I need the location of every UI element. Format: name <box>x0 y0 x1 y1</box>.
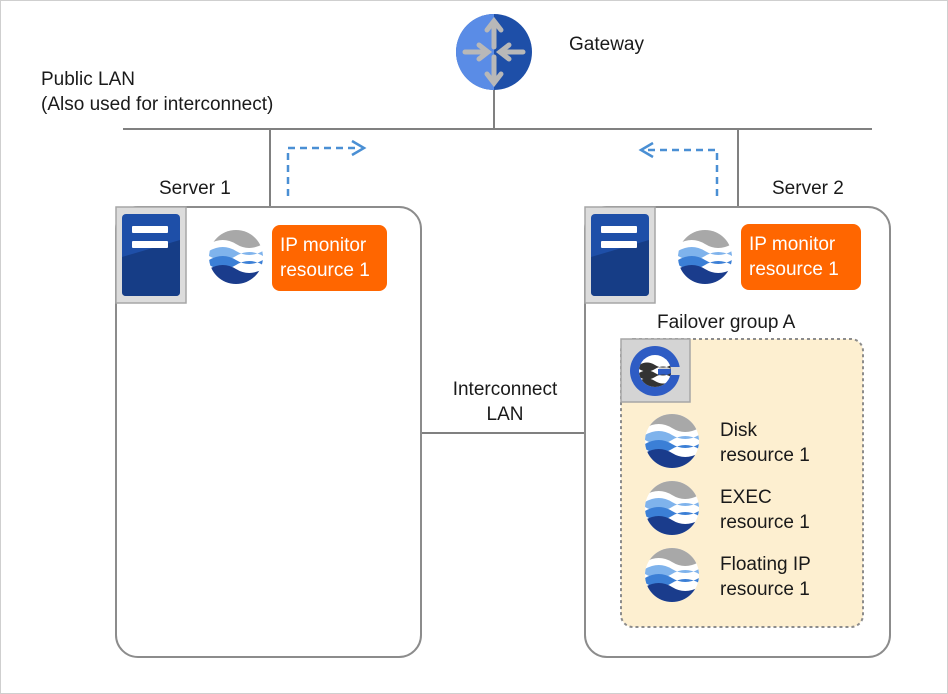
interconnect-label-line2: LAN <box>486 404 524 425</box>
floating-ip-resource-label-line1: Floating IP <box>720 554 811 575</box>
server1-monitor-line2: resource 1 <box>280 260 370 281</box>
server2-monitor-resource-icon <box>678 230 732 284</box>
floating-ip-resource-label: Floating IP resource 1 <box>720 552 811 602</box>
public-lan-label-line1: Public LAN <box>41 69 135 90</box>
server1-monitor-line1: IP monitor <box>280 235 367 256</box>
server1-monitor-arrow <box>286 146 360 196</box>
server2-monitor-line2: resource 1 <box>749 259 839 280</box>
interconnect-label-line1: Interconnect <box>452 379 558 400</box>
server2-monitor-arrowhead <box>638 141 654 159</box>
server2-label: Server 2 <box>772 178 844 199</box>
floating-ip-resource-icon <box>645 548 699 602</box>
disk-resource-label-line2: resource 1 <box>720 445 810 466</box>
server1-box <box>115 206 422 658</box>
public-lan-label-line2: (Also used for interconnect) <box>41 94 274 115</box>
disk-resource-label: Disk resource 1 <box>720 418 810 468</box>
server1-monitor-resource-icon <box>209 230 263 284</box>
server2-monitor-line1: IP monitor <box>749 234 836 255</box>
disk-resource-label-line1: Disk <box>720 420 757 441</box>
interconnect-lan-label: Interconnect LAN <box>440 377 570 427</box>
exec-resource-label-line2: resource 1 <box>720 512 810 533</box>
failover-group-icon <box>620 338 691 403</box>
failover-group-label: Failover group A <box>657 312 796 333</box>
router-icon <box>456 14 532 90</box>
server1-server-icon <box>115 206 187 304</box>
server2-monitor-arrow <box>645 148 719 196</box>
server2-ip-monitor-badge: IP monitor resource 1 <box>741 224 861 290</box>
exec-resource-icon <box>645 481 699 535</box>
disk-resource-icon <box>645 414 699 468</box>
server1-monitor-arrowhead <box>351 139 367 157</box>
floating-ip-resource-label-line2: resource 1 <box>720 579 810 600</box>
server1-ip-monitor-badge: IP monitor resource 1 <box>272 225 387 291</box>
public-lan-label: Public LAN (Also used for interconnect) <box>41 67 273 117</box>
server2-server-icon <box>584 206 656 304</box>
server1-label: Server 1 <box>159 178 231 199</box>
exec-resource-label-line1: EXEC <box>720 487 772 508</box>
exec-resource-label: EXEC resource 1 <box>720 485 810 535</box>
gateway-label: Gateway <box>569 34 644 55</box>
